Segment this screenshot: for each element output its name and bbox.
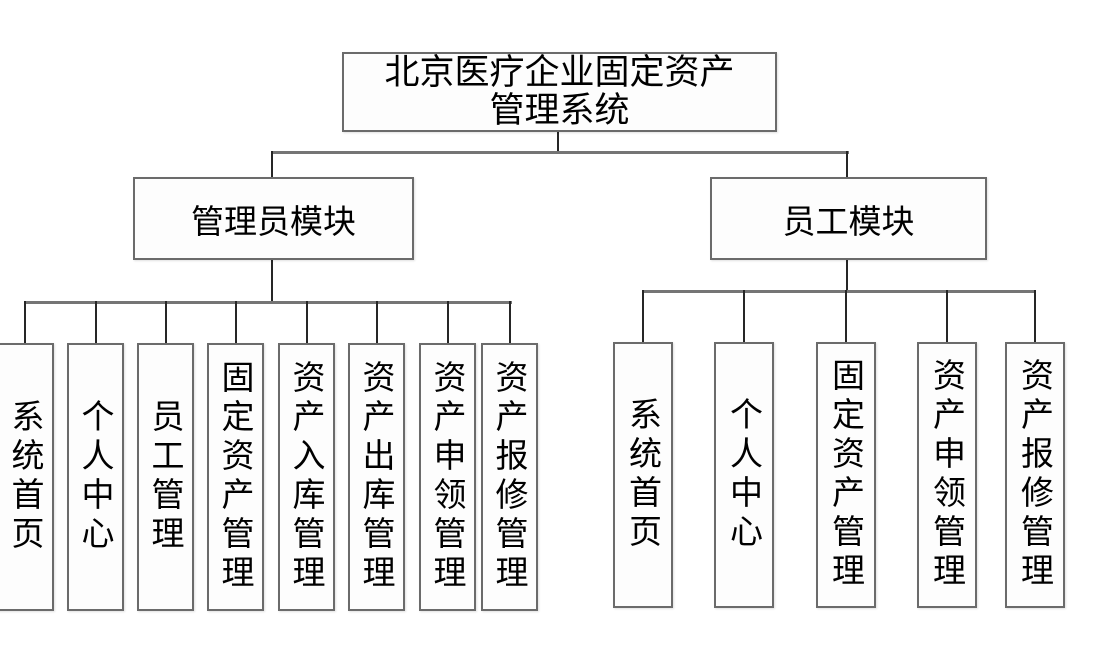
connector-leaf-drop xyxy=(24,301,26,344)
node-label: 员工模块 xyxy=(782,201,915,241)
node-admin-asset-inbound-management: 资产入库管理 xyxy=(278,343,335,611)
connector-employee-stub xyxy=(846,258,848,292)
node-admin-asset-request-management: 资产申领管理 xyxy=(419,343,476,611)
connector-leaf-drop xyxy=(376,301,378,344)
node-label: 北京医疗企业固定资产管理系统 xyxy=(384,53,735,131)
connector-leaf-drop xyxy=(845,290,847,343)
connector-admin-drop xyxy=(271,151,273,178)
node-admin-home: 系统首页 xyxy=(0,343,54,611)
connector-leaf-drop xyxy=(946,290,948,343)
node-system-root: 北京医疗企业固定资产管理系统 xyxy=(342,52,777,132)
node-employee-module: 员工模块 xyxy=(710,177,987,260)
connector-level1-bar xyxy=(271,151,849,154)
connector-leaf-drop xyxy=(509,301,511,344)
node-employee-fixed-asset-management: 固定资产管理 xyxy=(816,342,876,608)
node-employee-asset-request-management: 资产申领管理 xyxy=(917,342,977,608)
node-admin-personal-center: 个人中心 xyxy=(67,343,124,611)
node-employee-home: 系统首页 xyxy=(613,342,673,608)
node-label: 管理员模块 xyxy=(191,201,356,241)
connector-leaf-drop xyxy=(306,301,308,344)
connector-leaf-drop xyxy=(165,301,167,344)
connector-root-stub xyxy=(557,130,559,152)
node-employee-asset-repair-management: 资产报修管理 xyxy=(1005,342,1065,608)
connector-employee-drop xyxy=(846,151,848,178)
node-admin-asset-repair-management: 资产报修管理 xyxy=(481,343,538,611)
connector-leaf-drop xyxy=(642,290,644,343)
connector-admin-stub xyxy=(271,258,273,303)
connector-leaf-drop xyxy=(743,290,745,343)
connector-leaf-drop xyxy=(95,301,97,344)
connector-employee-children-bar xyxy=(642,290,1036,293)
connector-leaf-drop xyxy=(447,301,449,344)
node-admin-module: 管理员模块 xyxy=(133,177,414,260)
node-employee-personal-center: 个人中心 xyxy=(714,342,774,608)
node-admin-fixed-asset-management: 固定资产管理 xyxy=(207,343,264,611)
connector-admin-children-bar xyxy=(24,301,512,304)
connector-leaf-drop xyxy=(1034,290,1036,343)
node-admin-asset-outbound-management: 资产出库管理 xyxy=(348,343,405,611)
connector-leaf-drop xyxy=(235,301,237,344)
node-admin-staff-management: 员工管理 xyxy=(137,343,194,611)
